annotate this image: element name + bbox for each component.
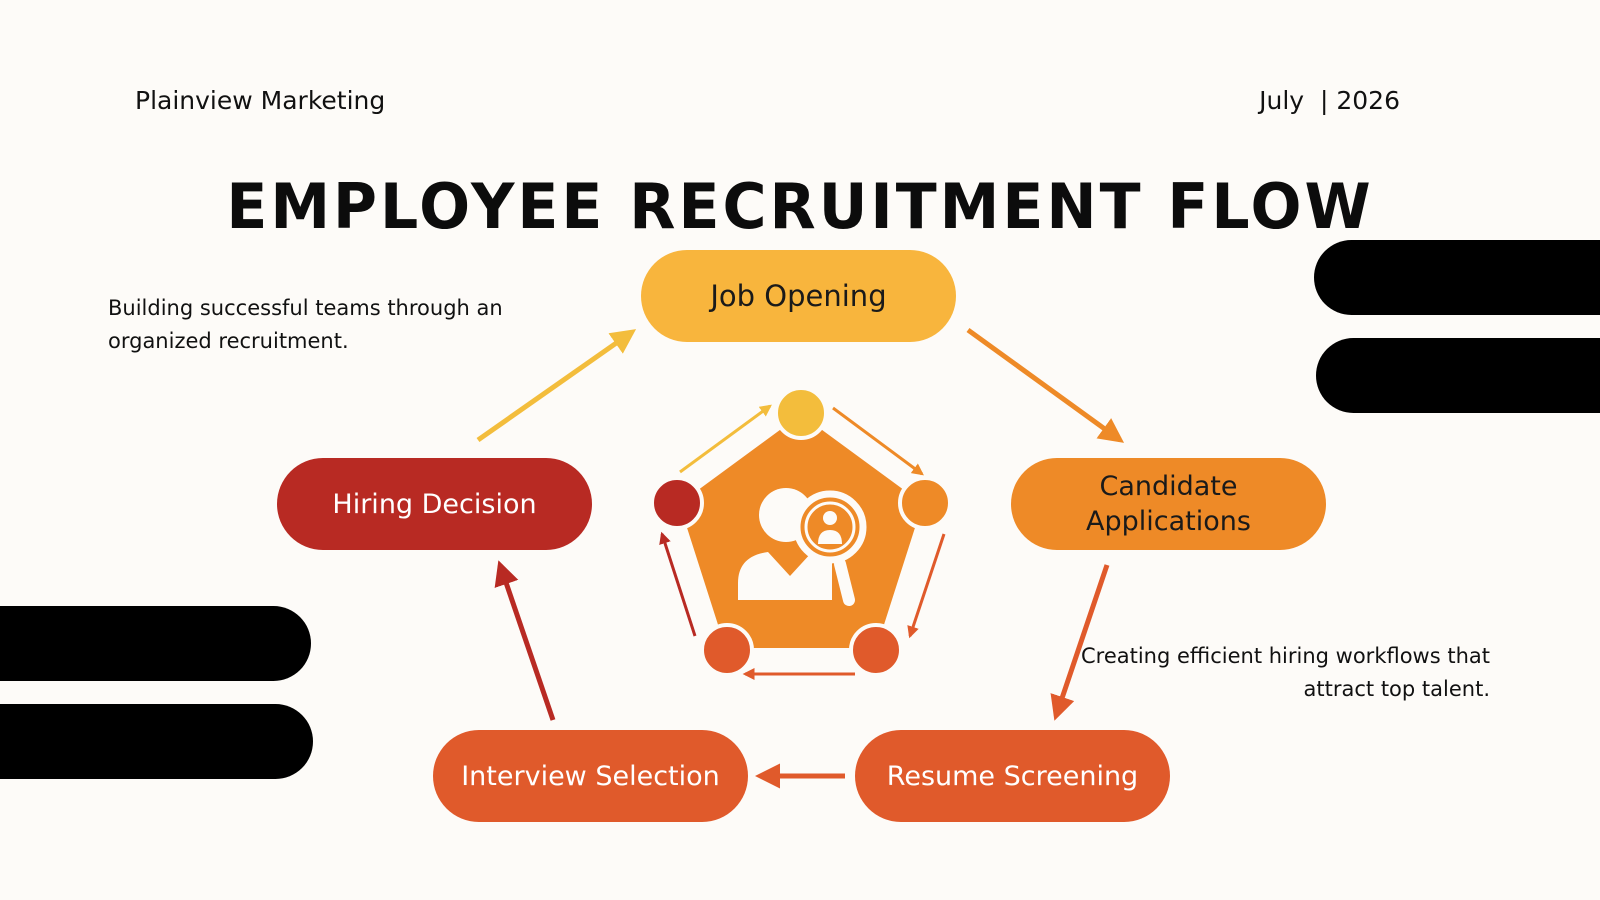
step-job-opening: Job Opening xyxy=(641,250,956,342)
step-label: Resume Screening xyxy=(886,760,1139,792)
step-label: Candidate Applications xyxy=(1086,471,1251,537)
step-interview-selection: Interview Selection xyxy=(433,730,748,822)
caption-left: Building successful teams through an org… xyxy=(108,296,503,353)
step-hiring-decision: Hiring Decision xyxy=(277,458,592,550)
step-label: Interview Selection xyxy=(461,760,720,792)
decor-bar-bottom-left-1 xyxy=(0,606,311,681)
decor-bar-top-right-1 xyxy=(1314,240,1600,315)
step-label: Hiring Decision xyxy=(332,488,537,520)
inner-arrow-1 xyxy=(832,406,924,476)
node-circle-interview xyxy=(700,623,754,677)
inner-arrow-5 xyxy=(679,404,772,474)
decor-bar-top-right-2 xyxy=(1316,338,1600,413)
person-search-icon xyxy=(738,488,867,606)
arrow-hiring-to-job xyxy=(476,329,637,443)
step-candidate-applications: Candidate Applications xyxy=(1011,458,1326,550)
inner-arrow-4 xyxy=(659,531,697,637)
inner-arrow-2 xyxy=(907,533,946,639)
caption-right: Creating efficient hiring workflows that… xyxy=(1080,644,1490,701)
arrow-job-to-candidate xyxy=(966,327,1125,443)
node-circle-candidate xyxy=(898,476,952,530)
page-title: EMPLOYEE RECRUITMENT FLOW xyxy=(226,170,1374,244)
company-name: Plainview Marketing xyxy=(135,86,386,115)
decor-bar-bottom-left-2 xyxy=(0,704,313,779)
arrow-candidate-to-resume xyxy=(1050,564,1110,721)
node-circle-hiring xyxy=(650,476,704,530)
step-label: Job Opening xyxy=(710,278,887,313)
arrow-interview-to-hiring xyxy=(494,560,556,721)
step-resume-screening: Resume Screening xyxy=(855,730,1170,822)
node-circle-resume xyxy=(849,623,903,677)
node-circle-job xyxy=(774,386,828,440)
date-label: July | 2026 xyxy=(1259,86,1400,115)
